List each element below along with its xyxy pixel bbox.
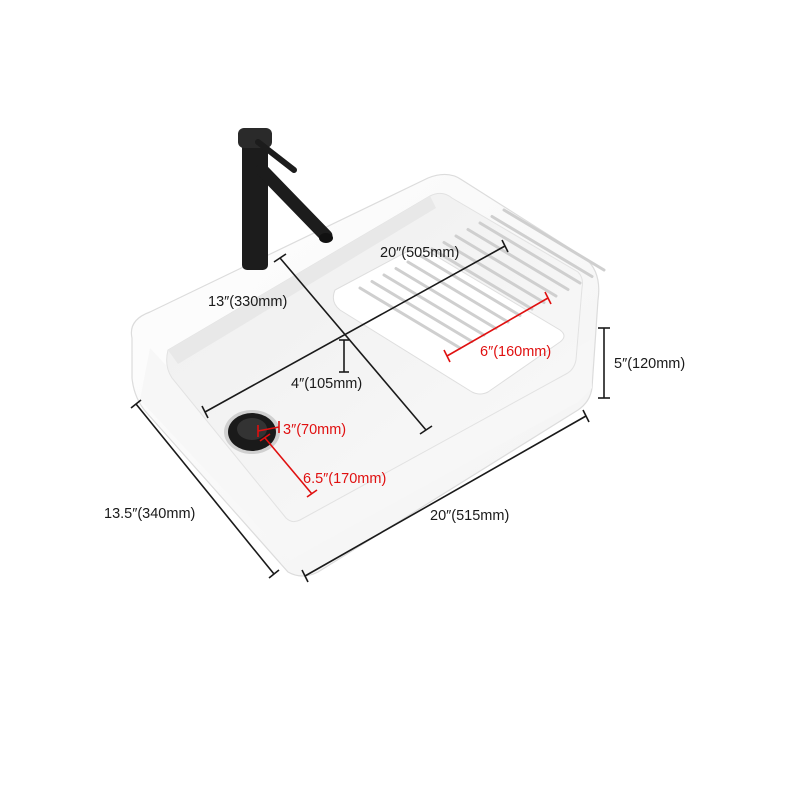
dim-drain-offset <box>259 433 318 498</box>
faucet-icon <box>238 128 333 270</box>
washboard <box>332 208 606 395</box>
dim-height <box>598 327 610 399</box>
dim-inner-width <box>273 253 433 435</box>
label-drain-diameter: 3″(70mm) <box>283 422 346 438</box>
washboard-rib <box>478 221 582 285</box>
washboard-rib <box>466 228 570 291</box>
label-outer-length: 20″(515mm) <box>430 508 509 524</box>
washboard-rib <box>430 247 534 311</box>
washboard-rib <box>406 260 510 324</box>
label-inner-width: 13″(330mm) <box>208 294 287 310</box>
drain-icon <box>224 410 280 454</box>
label-inner-depth: 4″(105mm) <box>291 376 362 392</box>
sink-front-face <box>140 340 592 560</box>
label-height: 5″(120mm) <box>614 356 685 372</box>
washboard-icon <box>332 247 565 395</box>
washboard-rib <box>370 280 474 343</box>
dim-inner-depth <box>339 339 349 373</box>
dimension-labels: 20″(505mm) 13″(330mm) 4″(105mm) 6″(160mm… <box>104 245 685 524</box>
washboard-rib <box>418 254 522 317</box>
dim-drain-diameter <box>257 421 280 437</box>
label-drain-offset: 6.5″(170mm) <box>303 471 386 487</box>
washboard-ribs <box>358 208 606 350</box>
label-washboard-length: 6″(160mm) <box>480 344 551 360</box>
washboard-rib <box>382 273 486 337</box>
dim-outer-width <box>130 399 280 579</box>
washboard-rib <box>394 267 498 330</box>
label-inner-length: 20″(505mm) <box>380 245 459 261</box>
dimension-lines <box>130 239 610 583</box>
basin-inner-wall-shadow <box>168 196 436 364</box>
washboard-rib <box>490 215 594 278</box>
washboard-rib <box>358 286 462 350</box>
washboard-rib <box>502 208 606 272</box>
dim-inner-length <box>201 239 509 419</box>
dim-outer-length <box>301 409 590 583</box>
washboard-rib <box>442 241 546 304</box>
dim-washboard-length <box>443 291 552 363</box>
washboard-rib <box>454 234 558 298</box>
label-outer-width: 13.5″(340mm) <box>104 506 195 522</box>
